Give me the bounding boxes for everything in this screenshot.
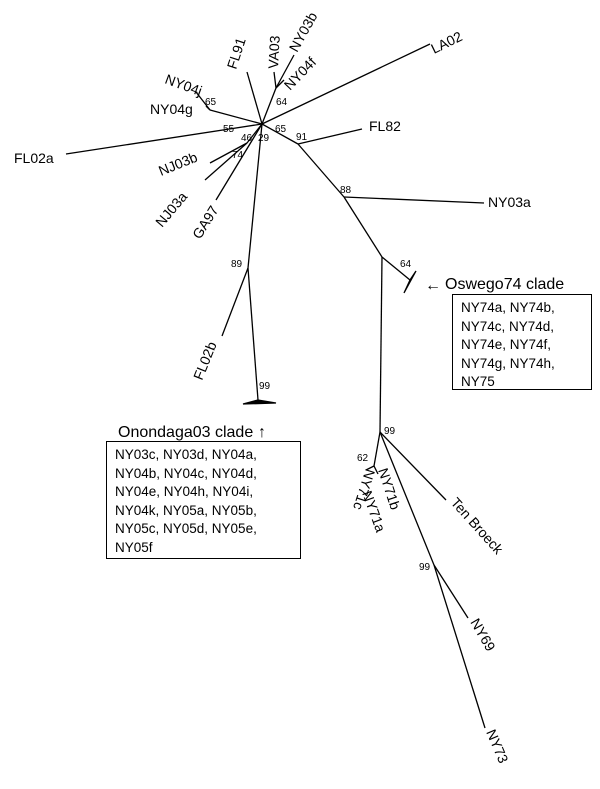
- branch-FL02b: [221, 267, 249, 337]
- clade-member-line: NY74g, NY74h,: [461, 355, 555, 371]
- leaf-label-NY04j: NY04j: [163, 71, 204, 99]
- leaf-label-GA97: GA97: [189, 203, 222, 242]
- branch-NY73: [433, 564, 486, 729]
- bootstrap-value: 55: [223, 124, 235, 135]
- branch-NY69: [433, 564, 469, 619]
- bootstrap-value: 62: [357, 453, 369, 464]
- clade-member-line: NY04e, NY04h, NY04i,: [115, 484, 254, 499]
- oswego-clade-arrow: ←: [425, 277, 441, 294]
- leaf-label-FL82: FL82: [369, 118, 401, 134]
- branch-to-99c: [379, 431, 435, 566]
- leaf-label-LA02: LA02: [428, 28, 465, 57]
- bootstrap-value: 64: [276, 97, 288, 108]
- leaf-label-NY73: NY73: [483, 727, 511, 766]
- branch-NY04f: [275, 79, 285, 89]
- branch-NY04j-g: [209, 109, 263, 125]
- bootstrap-value: 65: [205, 97, 217, 108]
- branch-FL02a: [65, 123, 263, 155]
- branch-TenBroeck: [379, 431, 447, 501]
- leaf-label-NY03a: NY03a: [488, 194, 531, 210]
- clade-member-line: NY03c, NY03d, NY04a,: [115, 447, 257, 462]
- onondaga-clade-arrow: ↑: [258, 424, 266, 441]
- branch-to-64: [343, 196, 383, 258]
- bootstrap-value: 89: [231, 259, 243, 270]
- clade-member-line: NY74e, NY74f,: [461, 337, 552, 352]
- bootstrap-value: 64: [400, 259, 412, 270]
- clade-member-line: NY74c, NY74d,: [461, 318, 555, 334]
- leaf-label-FL02a: FL02a: [14, 150, 54, 166]
- branch-VA03: [273, 71, 277, 89]
- clade-member-line: NY75: [461, 374, 495, 389]
- onondaga-clade-members-box: NY03c, NY03d, NY04a, NY04b, NY04c, NY04d…: [106, 441, 301, 559]
- branch-NY71c: [365, 465, 375, 471]
- leaf-label-NY03b: NY03b: [286, 9, 321, 54]
- branch-oswego: [381, 256, 411, 281]
- bootstrap-value: 91: [296, 132, 308, 143]
- leaf-label-NY04g: NY04g: [150, 101, 193, 117]
- oswego-clade-wedge: [403, 270, 417, 294]
- leaf-label-NY69: NY69: [467, 616, 498, 655]
- clade-member-line: NY04k, NY05a, NY05b,: [115, 502, 257, 518]
- clade-member-line: NY74a, NY74b,: [461, 300, 555, 315]
- branch-to-88: [297, 143, 345, 198]
- bootstrap-value: 88: [340, 185, 352, 196]
- branch-NY03b: [275, 54, 295, 89]
- branch-FL82: [297, 128, 363, 145]
- branch-FL02b-group: [247, 123, 263, 269]
- bootstrap-value: 99: [384, 426, 396, 437]
- branch-NY71-group: [373, 431, 381, 467]
- clade-member-line: NY05f: [115, 539, 153, 555]
- branch-NY04g: [205, 105, 211, 111]
- clade-member-line: NY04b, NY04c, NY04d,: [115, 465, 257, 481]
- branch-NJ03b: [209, 142, 248, 164]
- leaf-label-TenBroeck: Ten Broeck: [448, 494, 507, 557]
- branch-LA02: [261, 43, 431, 125]
- branch-NJ03a: [204, 142, 248, 181]
- oswego-clade-title: Oswego74 clade: [445, 276, 564, 293]
- branch-onondaga: [247, 267, 259, 401]
- bootstrap-value: 65: [275, 124, 287, 135]
- branch-FL91: [246, 71, 263, 125]
- onondaga-clade-title: Onondaga03 clade: [118, 424, 253, 441]
- leaf-label-NJ03b: NJ03b: [156, 149, 200, 179]
- branch-NY71b: [373, 465, 379, 475]
- bootstrap-value: 29: [258, 133, 270, 144]
- bootstrap-value: 99: [259, 381, 271, 392]
- leaf-label-FL02b: FL02b: [190, 339, 220, 382]
- leaf-label-NY04f: NY04f: [281, 54, 320, 93]
- onondaga-clade-wedge: [242, 399, 277, 405]
- bootstrap-value: 74: [232, 150, 244, 161]
- branch-right-stem: [261, 123, 299, 145]
- branch-VA03-group: [261, 87, 277, 125]
- branch-NY03a: [343, 196, 485, 204]
- leaf-label-NJ03a: NJ03a: [152, 188, 190, 229]
- bootstrap-value: 99: [419, 562, 431, 573]
- leaf-label-FL91: FL91: [224, 35, 249, 70]
- oswego-clade-members-box: NY74a, NY74b, NY74c, NY74d, NY74e, NY74f…: [452, 294, 592, 390]
- branch-GA97: [215, 123, 263, 201]
- leaf-label-VA03: VA03: [265, 35, 283, 69]
- clade-member-line: NY05c, NY05d, NY05e,: [115, 521, 257, 536]
- branch-to-99b: [379, 256, 383, 433]
- bootstrap-value: 46: [241, 133, 253, 144]
